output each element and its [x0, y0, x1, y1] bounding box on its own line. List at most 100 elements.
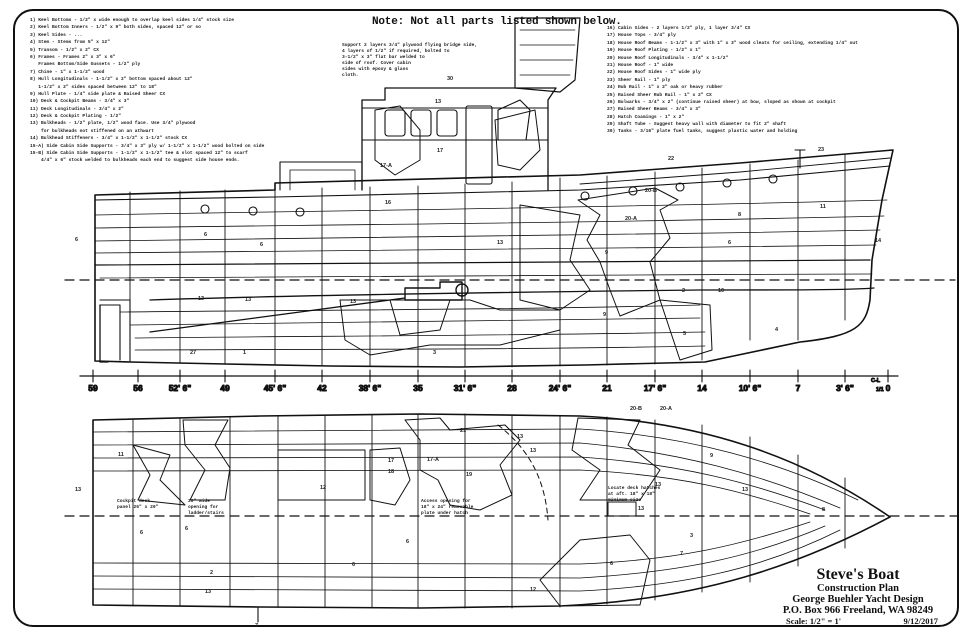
part-entry: 20) House Roof Longitudinals - 3/4" x 1-… — [607, 55, 729, 61]
part-entry: 15-B) Side Cabin Side Supports - 1-1/2" … — [30, 151, 248, 157]
part-entry: 24) Rub Rail - 1" x 2" oak or heavy rubb… — [607, 85, 723, 91]
part-number-label: 27 — [190, 350, 196, 356]
part-number-label: 6 — [75, 237, 78, 243]
part-entry: 6) Frames - Frames 2" x 3" x 6" — [30, 54, 116, 60]
part-number-label: 6 — [352, 562, 355, 568]
station-label: 21 — [602, 383, 612, 393]
part-number-label: 13 — [530, 448, 536, 454]
part-entry: 8) Hull Longitudinals - 1-1/2" x 2" bott… — [30, 77, 193, 83]
plan-view — [64, 413, 959, 623]
part-number-label: 16 — [385, 200, 391, 206]
station-label: 31' 6" — [454, 383, 477, 393]
part-number-label: 2 — [682, 288, 685, 294]
part-number-label: 7 — [680, 551, 683, 557]
part-number-label: 20-B — [630, 406, 642, 412]
part-entry: 30) Tanks - 3/16" plate fuel tanks, sugg… — [607, 129, 798, 135]
part-number-label: 13 — [517, 434, 523, 440]
part-number-label: 13 — [198, 296, 204, 302]
part-entry: 27) Raised Sheer Beams - 3/4" x 3" — [607, 107, 701, 113]
deck-outline — [92, 413, 891, 609]
part-number-label: 13 — [205, 589, 211, 595]
part-entry: 1-1/2" x 2" sides spaced between 12" to … — [30, 84, 157, 90]
part-number-label: 4 — [775, 327, 779, 333]
part-number-label: 17 — [388, 458, 394, 464]
station-label: 10' 6" — [739, 383, 762, 393]
part-number-label: 13 — [638, 506, 644, 512]
part-number-label: 1 — [243, 350, 246, 356]
part-entry: 26) Bulwarks - 3/4" x 2" (continue raise… — [607, 99, 836, 105]
part-number-label: 13 — [435, 99, 441, 105]
part-entry: 4) Stem - Stems from 5" x 12" — [30, 40, 110, 46]
part-number-label: 6 — [728, 240, 731, 246]
part-number-label: 17 — [437, 148, 443, 154]
station-label: 0 — [886, 383, 891, 393]
part-number-label: 17-A — [427, 457, 439, 463]
part-number-label: 13 — [655, 482, 661, 488]
part-number-label: 6 — [406, 539, 409, 545]
part-number-label: 13 — [350, 299, 356, 305]
part-number-label: 18 — [388, 469, 394, 475]
part-entry: 3) Keel Sides - ... — [30, 32, 83, 38]
hull-outline — [94, 149, 894, 368]
scale-text: Scale: 1/2" = 1' — [786, 616, 842, 626]
callout-flying-bridge: Support 2 layers 3/4" plywood flying bri… — [342, 43, 478, 78]
part-number-label: 17-A — [380, 163, 392, 169]
part-number-label: 22 — [668, 156, 674, 162]
part-number-label: 8 — [822, 507, 825, 513]
station-label: 42 — [317, 383, 327, 393]
station-mark: C-L — [871, 378, 881, 384]
designer-name: George Buehler Yacht Design — [792, 594, 924, 605]
station-mark: 1/1 — [876, 387, 884, 393]
part-number-label: 6 — [204, 232, 207, 238]
station-label: 45' 6" — [264, 383, 287, 393]
part-number-label: 8 — [738, 212, 741, 218]
part-entry: Frames Bottom/Side Gussets - 1/2" ply — [30, 62, 141, 68]
part-entry: 17) House Tops - 3/4" ply — [607, 33, 676, 39]
part-number-label: 3 — [690, 533, 693, 539]
part-number-label: 2 — [210, 570, 213, 576]
part-number-label: 12 — [530, 587, 536, 593]
station-label: 49 — [220, 383, 230, 393]
parts-list-right: 16) Cabin Sides - 2 layers 1/2" ply, 1 l… — [607, 25, 952, 136]
part-entry: 14) Bulkhead Stiffeners - 3/4" x 1-1/2" … — [30, 136, 188, 142]
part-number-label: 6 — [260, 242, 263, 248]
part-number-label: 10 — [718, 288, 724, 294]
part-number-label: 13 — [245, 297, 251, 303]
station-label: 24' 6" — [549, 383, 572, 393]
part-entry: 4/4" x 6" stock welded to bulkheads each… — [30, 158, 240, 164]
station-label: 56 — [133, 383, 143, 393]
part-number-label: 13 — [75, 487, 81, 493]
part-entry: 10) Deck & Cockpit Beams - 3/4" x 3" — [30, 99, 130, 105]
part-number-label: 9 — [710, 453, 713, 459]
part-entry: 5) Transom - 1/2" x 2" CX — [30, 47, 99, 53]
part-number-label: 21 — [460, 428, 466, 434]
part-number-label: 9 — [605, 250, 608, 256]
part-entry: 15-A) Side Cabin Side Supports - 3/4" x … — [30, 143, 265, 149]
part-number-label: 6 — [610, 561, 613, 567]
parts-note: Note: Not all parts listed shown below. — [372, 16, 622, 28]
part-number-label: 3 — [433, 350, 436, 356]
part-entry: 12) Deck & Cockpit Plating - 1/2" — [30, 114, 121, 120]
part-entry: 1) Keel Bottoms - 1/2" x wide enough to … — [30, 18, 234, 23]
part-entry: for bulkheads not stiffened on an athwar… — [30, 128, 155, 134]
part-entry: 2) Keel Bottom Inners - 1/2" x 9" both s… — [30, 25, 201, 31]
title-block: Steve's Boat Construction Plan George Bu… — [772, 566, 944, 626]
profile-view — [64, 17, 956, 368]
part-entry: 23) Sheer Rail - 1" ply — [607, 77, 671, 83]
part-number-label: 20-A — [625, 216, 637, 222]
part-number-label: 12 — [320, 485, 326, 491]
part-number-label: 30 — [447, 76, 453, 82]
part-number-label: 19 — [466, 472, 472, 478]
station-label: 7 — [796, 383, 801, 393]
part-number-label: 6 — [185, 526, 188, 532]
station-label: 28 — [507, 383, 517, 393]
part-entry: 18) House Roof Beams - 1-1/2" x 3" with … — [607, 40, 858, 46]
part-entry: 21) House Roof - 1" wide — [607, 62, 674, 68]
part-number-label: 20-A — [660, 406, 672, 412]
drawing-border — [13, 9, 959, 627]
plan-subtitle: Construction Plan — [817, 583, 899, 594]
